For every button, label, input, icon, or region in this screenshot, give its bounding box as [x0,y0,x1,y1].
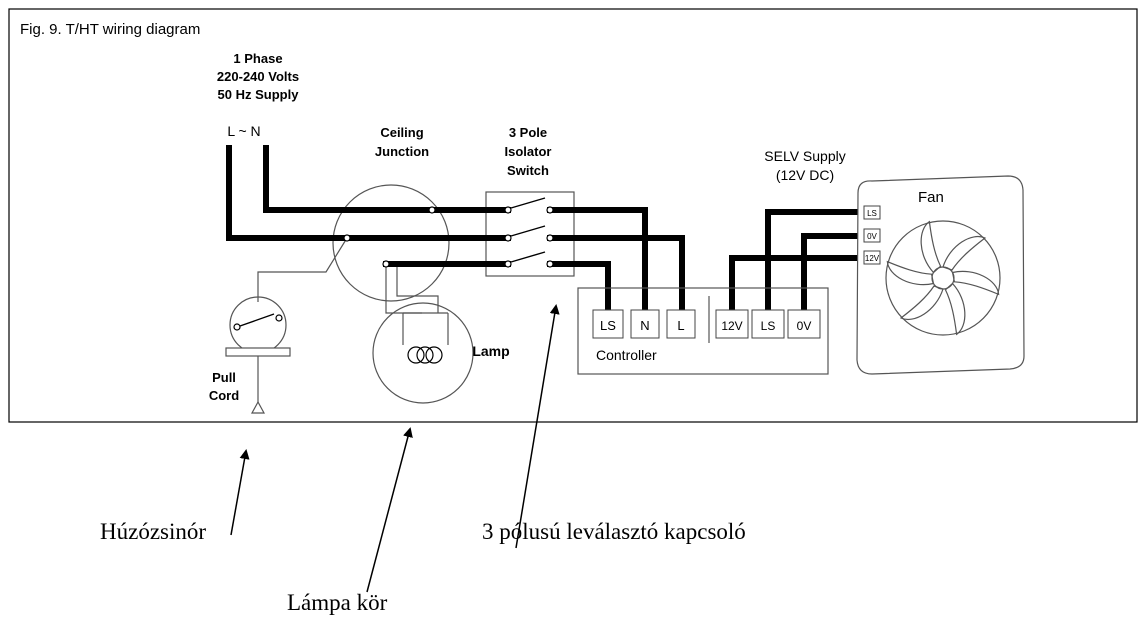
pull-cord-switch [225,296,291,414]
controller-terminal-box [787,309,821,339]
ceiling-junction-circle [332,184,450,302]
controller-terminal-label: LS [600,318,616,333]
lamp-circle [372,302,474,404]
main-wiring [226,145,867,313]
controller-terminals: LS N L 12V LS 0V [592,309,821,339]
controller-terminal-label: L [677,318,684,333]
lamp-label: Lamp [472,343,509,359]
controller-terminal-box [666,309,696,339]
controller-label: Controller [596,347,657,363]
thin-wiring [257,237,449,345]
pull-cord-arrow [230,449,250,536]
fan-label: Fan [918,189,944,206]
isolator-label-1: 3 Pole [509,125,547,140]
ceiling-junction-label-2: Junction [375,144,429,159]
fan-terminal-box [863,250,881,265]
controller-terminal-box [751,309,785,339]
fan-impeller-icon [885,220,1001,336]
isolator-switch-annotation: 3 pólusú leválasztó kapcsoló [482,519,746,544]
supply-frequency: 50 Hz Supply [218,87,300,102]
isolator-arrow [515,304,560,549]
fan-terminal-label: LS [867,209,877,218]
pull-cord-annotation: Húzózsinór [100,519,206,544]
fan-terminal-label: 0V [867,232,877,241]
ceiling-junction-label-1: Ceiling [380,125,423,140]
isolator-switch-box [485,191,575,277]
pull-cord-label-1: Pull [212,370,236,385]
supply-terminals: L ~ N [227,123,260,139]
supply-phase: 1 Phase [233,51,282,66]
supply-voltage: 220-240 Volts [217,69,299,84]
controller-terminal-box [715,309,749,339]
isolator-label-3: Switch [507,163,549,178]
fan-terminal-label: 12V [865,254,880,263]
controller-terminal-label: 12V [721,319,742,333]
wire-nodes [343,206,436,268]
isolator-label-2: Isolator [505,144,552,159]
controller-terminal-label: LS [761,319,776,333]
fan-terminals: LS 0V 12V [863,205,881,265]
lamp-circuit-annotation: Lámpa kör [287,590,388,615]
supply-label: 1 Phase 220-240 Volts 50 Hz Supply L ~ N [217,51,299,139]
selv-label-1: SELV Supply [764,148,845,164]
controller-terminal-box [592,309,624,339]
fan-terminal-box [863,205,881,220]
controller-box [577,287,829,375]
isolator-contacts [504,197,554,268]
controller-terminal-box [630,309,660,339]
fan-housing [856,175,1025,375]
pull-cord-label-2: Cord [209,388,239,403]
controller-terminal-label: N [640,318,649,333]
lamp-circuit-arrow [366,427,413,593]
figure-title: Fig. 9. T/HT wiring diagram [20,21,200,38]
fan-terminal-box [863,228,881,243]
selv-label-2: (12V DC) [776,167,834,183]
controller-terminal-label: 0V [797,319,812,333]
lamp-filament [407,346,443,364]
